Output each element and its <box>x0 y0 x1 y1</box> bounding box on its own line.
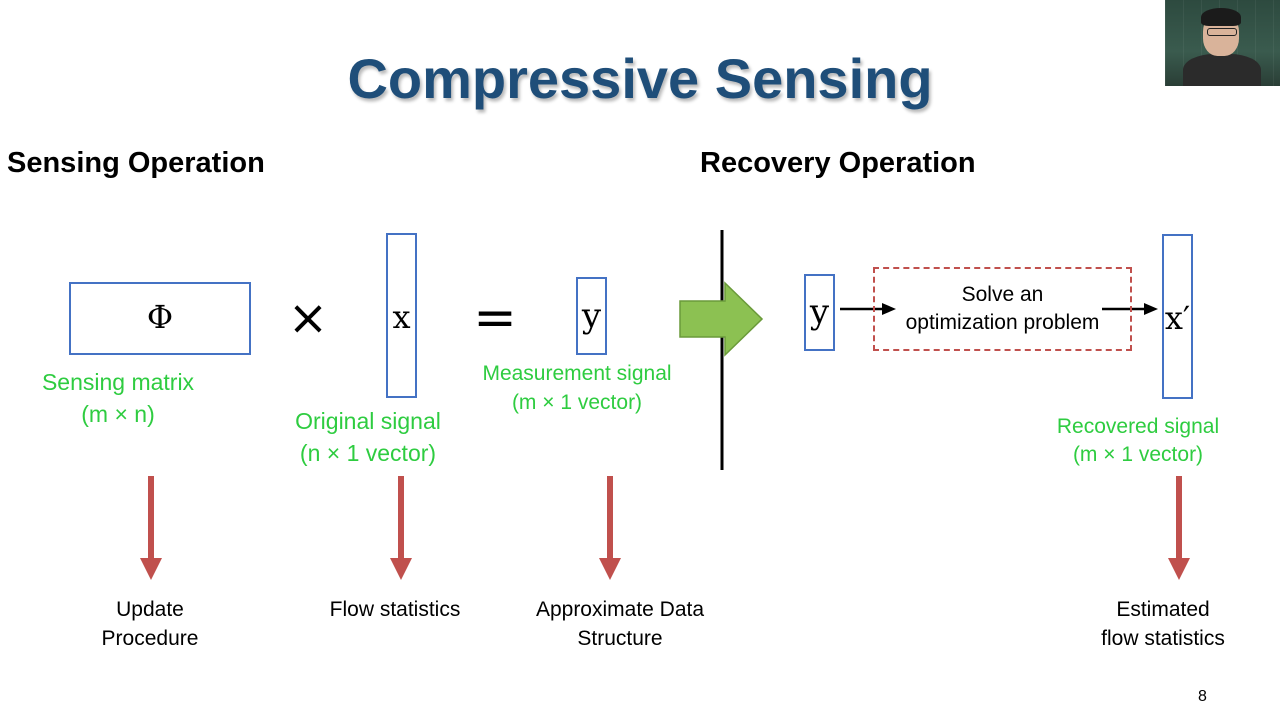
flow-statistics-line1: Flow statistics <box>329 598 461 621</box>
measurement-signal-label: Measurement signal (m × 1 vector) <box>460 359 694 417</box>
sensing-heading: Sensing Operation <box>7 147 265 179</box>
recovered-signal-box: x′ <box>1162 234 1193 399</box>
update-procedure-line2: Procedure <box>101 627 199 650</box>
presenter-webcam-thumbnail <box>1165 0 1280 86</box>
update-procedure-label: Update Procedure <box>60 595 240 653</box>
measurement-signal-label-line2: (m × 1 vector) <box>511 391 643 414</box>
slide-title: Compressive Sensing <box>347 47 933 110</box>
recovered-signal-label-line1: Recovered signal <box>1056 415 1220 438</box>
recovered-signal-label: Recovered signal (m × 1 vector) <box>1030 413 1246 469</box>
presenter-hair <box>1201 8 1241 26</box>
phi-symbol: Φ <box>146 298 174 336</box>
approx-data-structure-line1: Approximate Data <box>535 598 705 621</box>
down-arrow-icon <box>140 476 162 580</box>
times-symbol: × <box>287 290 329 346</box>
xprime-symbol: x′ <box>1164 299 1191 337</box>
down-arrow-icon <box>1168 476 1190 580</box>
recovery-y-symbol: y <box>809 292 830 332</box>
x-symbol: x <box>392 298 411 336</box>
estimated-flow-statistics-line1: Estimated <box>1116 598 1210 621</box>
sensing-matrix-label: Sensing matrix (m × n) <box>18 366 218 430</box>
solver-text-line1: Solve an <box>961 283 1044 306</box>
y-symbol: y <box>581 296 602 336</box>
original-signal-label-line2: (n × 1 vector) <box>299 440 437 466</box>
sensing-matrix-label-line2: (m × n) <box>81 401 155 427</box>
optimization-solver-box: Solve an optimization problem <box>873 267 1132 351</box>
measurement-signal-box: y <box>576 277 607 355</box>
solver-to-xprime-arrow-icon <box>1102 303 1158 315</box>
original-signal-label-line1: Original signal <box>295 408 441 434</box>
down-arrow-icon <box>390 476 412 580</box>
recovered-signal-label-line2: (m × 1 vector) <box>1072 443 1204 466</box>
page-number: 8 <box>1198 688 1207 705</box>
flow-statistics-label: Flow statistics <box>300 595 490 624</box>
approx-data-structure-line2: Structure <box>577 627 663 650</box>
update-procedure-line1: Update <box>116 598 184 621</box>
sensing-matrix-label-line1: Sensing matrix <box>41 369 195 395</box>
presenter-body <box>1183 54 1261 86</box>
approx-data-structure-label: Approximate Data Structure <box>505 595 735 653</box>
down-arrow-icon <box>599 476 621 580</box>
original-signal-box: x <box>386 233 417 398</box>
presenter-glasses <box>1207 28 1237 36</box>
sensing-matrix-box: Φ <box>69 282 251 355</box>
sensing-to-recovery-arrow-icon <box>679 230 764 470</box>
solver-text-line2: optimization problem <box>905 311 1100 334</box>
estimated-flow-statistics-label: Estimated flow statistics <box>1073 595 1253 653</box>
estimated-flow-statistics-line2: flow statistics <box>1101 627 1225 650</box>
recovery-heading: Recovery Operation <box>700 147 976 179</box>
equals-symbol: = <box>473 288 517 348</box>
original-signal-label: Original signal (n × 1 vector) <box>268 405 468 469</box>
measurement-signal-label-line1: Measurement signal <box>482 362 672 385</box>
recovery-y-box: y <box>804 274 835 351</box>
y-to-solver-arrow-icon <box>840 303 896 315</box>
